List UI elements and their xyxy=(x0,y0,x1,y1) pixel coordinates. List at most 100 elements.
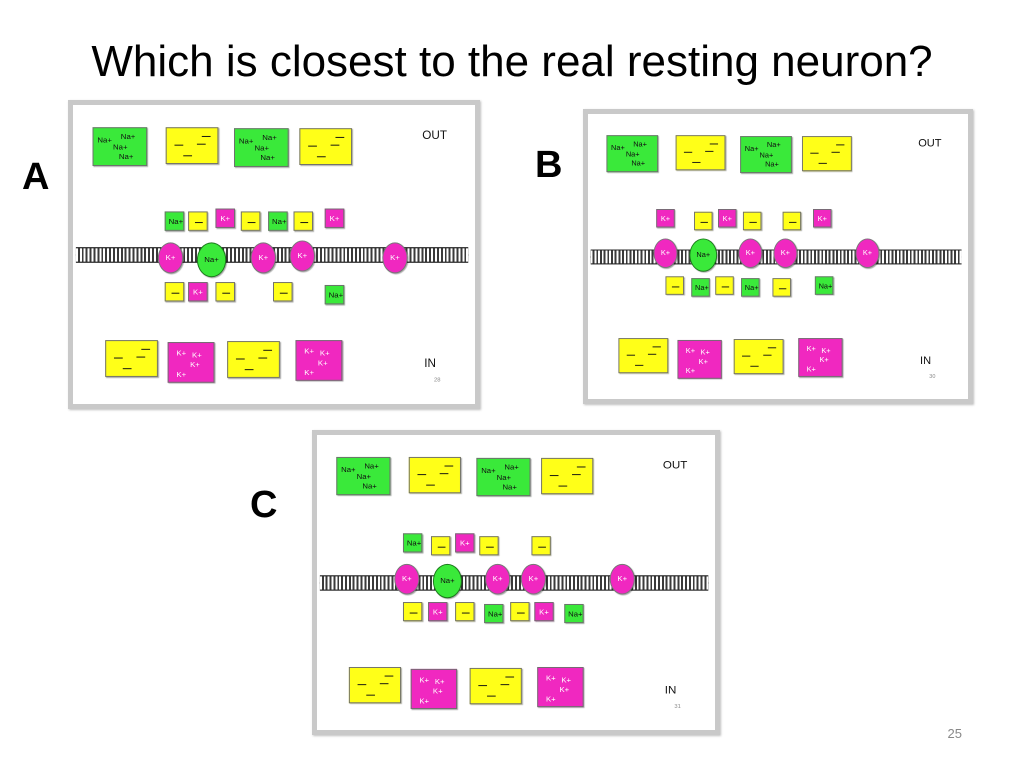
na-ion-text: Na+ xyxy=(694,283,709,293)
anion-cluster xyxy=(408,456,461,494)
anion xyxy=(715,276,734,295)
intracellular-k-cluster: K+K+K+K+ xyxy=(537,666,584,708)
anion-cluster xyxy=(105,340,158,377)
na-ion-label: Na+ xyxy=(631,159,646,168)
anion-dash xyxy=(136,356,146,358)
anion-cluster xyxy=(165,127,219,165)
k-ion-label: K+ xyxy=(806,344,816,353)
k-ion: K+ xyxy=(813,209,832,228)
panel-label-a: A xyxy=(22,156,50,198)
anion-dash xyxy=(357,684,367,686)
anion-dash xyxy=(300,222,309,224)
k-ion-label: K+ xyxy=(317,358,328,368)
anion-dash xyxy=(263,349,273,351)
k-ion-text: K+ xyxy=(193,287,203,297)
na-ion-label: Na+ xyxy=(120,132,136,141)
k-ion-label: K+ xyxy=(432,687,443,696)
channel-label: K+ xyxy=(165,253,176,262)
anion-cluster xyxy=(618,338,669,374)
channel-label: K+ xyxy=(780,248,790,257)
intracellular-k-cluster: K+K+K+K+ xyxy=(798,338,843,377)
anion-dash xyxy=(258,357,268,359)
k-channel: K+ xyxy=(289,240,315,272)
anion xyxy=(665,276,684,295)
anion-dash xyxy=(749,221,757,223)
channel-label: K+ xyxy=(528,574,539,583)
na-ion: Na+ xyxy=(268,211,288,231)
na-ion-text: Na+ xyxy=(568,609,583,619)
anion-dash xyxy=(171,292,180,294)
anion-dash xyxy=(222,292,231,294)
channel-label: K+ xyxy=(401,574,412,583)
na-ion: Na+ xyxy=(691,278,710,297)
na-ion-label: Na+ xyxy=(633,139,647,149)
k-channel: K+ xyxy=(855,238,880,269)
na-ion-label: Na+ xyxy=(254,143,270,153)
k-ion-label: K+ xyxy=(419,696,430,706)
anion-dash xyxy=(767,347,777,349)
anion xyxy=(694,211,713,231)
k-ion-label: K+ xyxy=(192,350,202,360)
anion-dash xyxy=(194,222,203,224)
na-ion: Na+ xyxy=(484,603,504,624)
k-ion-label: K+ xyxy=(559,685,570,694)
anion-cluster xyxy=(299,128,353,165)
k-ion: K+ xyxy=(428,602,448,622)
slide-number: 31 xyxy=(674,704,681,710)
na-ion-label: Na+ xyxy=(262,133,277,142)
k-channel: K+ xyxy=(773,238,798,269)
extracellular-na-cluster: Na+Na+Na+Na+ xyxy=(92,127,148,166)
k-ion-label: K+ xyxy=(434,677,445,687)
na-ion: Na+ xyxy=(564,603,584,624)
out-label: OUT xyxy=(918,136,942,150)
anion-dash xyxy=(174,144,184,146)
anion-cluster xyxy=(541,457,594,495)
channel-label: Na+ xyxy=(696,250,711,259)
out-label: OUT xyxy=(422,128,448,142)
k-channel: K+ xyxy=(653,238,678,269)
anion-dash xyxy=(505,676,515,678)
k-ion-label: K+ xyxy=(700,348,710,357)
anion-dash xyxy=(671,286,680,288)
k-ion-label: K+ xyxy=(698,357,708,366)
extracellular-na-cluster: Na+Na+Na+Na+ xyxy=(606,135,659,173)
k-ion-text: K+ xyxy=(660,214,671,223)
k-ion-label: K+ xyxy=(685,366,696,376)
intracellular-k-cluster: K+K+K+K+ xyxy=(295,340,343,381)
na-ion: Na+ xyxy=(402,533,423,553)
na-ion-label: Na+ xyxy=(362,481,377,491)
k-ion-label: K+ xyxy=(419,675,430,685)
na-ion-text: Na+ xyxy=(487,609,503,619)
k-ion-text: K+ xyxy=(329,214,340,224)
k-channel: K+ xyxy=(382,242,408,274)
anion xyxy=(430,536,451,556)
anion-dash xyxy=(538,546,546,548)
anion xyxy=(164,282,185,302)
anion-dash xyxy=(244,369,254,371)
k-ion-text: K+ xyxy=(432,607,443,617)
channel-label: K+ xyxy=(390,253,400,262)
anion-dash xyxy=(122,368,132,370)
anion-dash xyxy=(831,151,840,153)
anion-dash xyxy=(549,475,559,477)
anion-dash xyxy=(439,473,449,475)
anion xyxy=(772,278,791,297)
k-ion-label: K+ xyxy=(190,360,200,370)
na-ion: Na+ xyxy=(164,211,185,231)
anion-dash xyxy=(709,143,719,145)
anion-dash xyxy=(635,364,644,366)
k-ion-label: K+ xyxy=(176,348,187,358)
na-ion-label: Na+ xyxy=(97,135,112,145)
anion xyxy=(742,211,762,231)
anion-dash xyxy=(626,354,636,356)
k-ion: K+ xyxy=(718,209,737,228)
na-channel: Na+ xyxy=(432,563,462,599)
channel-label: K+ xyxy=(258,253,269,262)
na-ion-text: Na+ xyxy=(168,217,184,226)
na-ion-text: Na+ xyxy=(406,539,422,548)
anion-dash xyxy=(516,612,525,614)
anion-dash xyxy=(330,144,340,146)
anion-dash xyxy=(558,485,568,487)
k-ion-text: K+ xyxy=(817,214,827,223)
channel-label: Na+ xyxy=(440,576,455,585)
